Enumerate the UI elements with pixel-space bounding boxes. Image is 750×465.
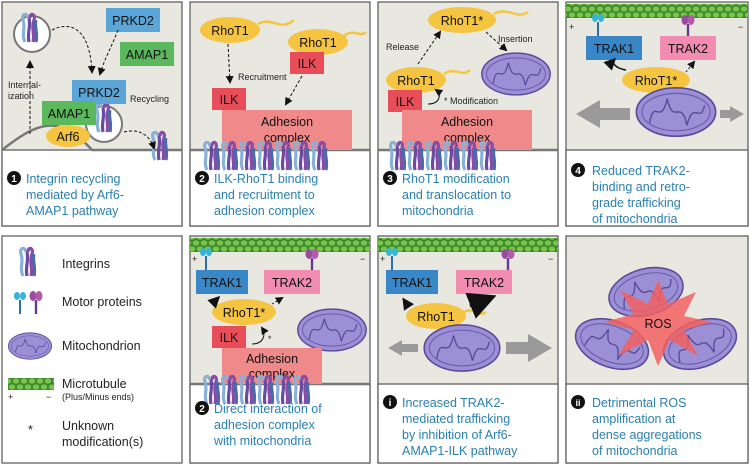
pi-trak1: TRAK1 <box>392 276 432 290</box>
pii-caption-3: dense aggregations <box>592 428 702 442</box>
pii-ros: ROS <box>644 317 671 331</box>
panel-2: RhoT1 RhoT1 ILK ILK Adhesion complex Rec… <box>189 1 371 227</box>
p1-prkd2-top: PRKD2 <box>112 14 154 28</box>
p4-caption-4: of mitochondria <box>592 212 678 226</box>
p4-caption-3: grade trafficking <box>592 196 681 210</box>
p2b-star: * <box>268 334 272 344</box>
pi-number: i <box>389 398 392 409</box>
p1-recycling: Recycling <box>130 94 169 104</box>
p2b-adhesion-1: Adhesion <box>246 352 298 366</box>
panel-i: + − TRAK1 TRAK2 RhoT1 i Increased TRAK2-… <box>377 235 559 464</box>
p3-star: * <box>444 96 448 106</box>
p4-rhot1-star: RhoT1* <box>635 74 678 88</box>
pii-number: ii <box>575 398 580 408</box>
p2-ilk-b: ILK <box>298 57 317 71</box>
p3-number: 3 <box>387 174 393 185</box>
p3-modification: Modification <box>450 96 498 106</box>
pi-plus: + <box>380 254 385 264</box>
legend-unknown-1: Unknown <box>62 419 114 433</box>
pii-caption-1: Detrimental ROS <box>592 396 686 410</box>
p2b-caption-2: adhesion complex <box>214 418 316 432</box>
p4-trak2: TRAK2 <box>668 42 708 56</box>
p2-rhot1-a: RhoT1 <box>211 24 249 38</box>
p4-caption-1: Reduced TRAK2- <box>592 164 690 178</box>
p3-ilk: ILK <box>396 95 415 109</box>
p1-amap1: AMAP1 <box>48 107 90 121</box>
p4-minus: − <box>738 22 743 32</box>
p1-caption-1: Integrin recycling <box>26 172 121 186</box>
p2b-number: 2 <box>199 404 205 415</box>
p1-internalization-1: Internal- <box>8 80 41 90</box>
p2b-caption-3: with mitochondria <box>213 434 311 448</box>
legend-motor: Motor proteins <box>62 295 142 309</box>
panel-ii: ROS ii Detrimental ROS amplification at … <box>565 235 749 464</box>
legend-micro: Microtubule <box>62 377 127 391</box>
p1-arf6: Arf6 <box>57 130 80 144</box>
p3-caption-3: mitochondria <box>402 204 474 218</box>
pi-trak2: TRAK2 <box>464 276 504 290</box>
p3-insertion: Insertion <box>498 34 533 44</box>
pi-caption-2: mediated trafficking <box>402 412 510 426</box>
p2-caption-2: and recruitment to <box>214 188 315 202</box>
p2b-rhot1-star: RhoT1* <box>223 306 266 320</box>
panel-2-prime: + − TRAK1 TRAK2 RhoT1* ILK Adhesion comp… <box>189 235 371 464</box>
legend-plus: + <box>8 392 13 402</box>
p2-adhesion-1: Adhesion <box>261 115 313 129</box>
legend-minus: − <box>46 392 51 402</box>
p3-rhot1-star: RhoT1* <box>441 14 484 28</box>
p2-caption-1: ILK-RhoT1 binding <box>214 172 318 186</box>
p1-caption-3: AMAP1 pathway <box>26 204 119 218</box>
p2b-trak2: TRAK2 <box>272 276 312 290</box>
p4-trak1: TRAK1 <box>594 42 634 56</box>
p2-ilk-a: ILK <box>220 93 239 107</box>
p1-prkd2: PRKD2 <box>78 86 120 100</box>
p2b-plus: + <box>192 254 197 264</box>
legend-integrins: Integrins <box>62 257 110 271</box>
panel-4: + − TRAK1 TRAK2 RhoT1* 4 Reduced TRAK2- … <box>565 1 749 227</box>
legend-micro-sub: (Plus/Minus ends) <box>62 392 134 402</box>
p1-number: 1 <box>11 174 17 185</box>
p1-amap1-top: AMAP1 <box>126 48 168 62</box>
legend-panel: Integrins Motor proteins Mitochondrion +… <box>1 235 183 464</box>
legend-unknown-2: modification(s) <box>62 435 143 449</box>
legend-mito: Mitochondrion <box>62 339 141 353</box>
p2b-ilk: ILK <box>220 331 239 345</box>
ros-burst <box>604 280 712 366</box>
pi-caption-3: by inhibition of Arf6- <box>402 428 512 442</box>
p3-caption-2: and translocation to <box>402 188 511 202</box>
p3-rhot1: RhoT1 <box>397 74 435 88</box>
pii-caption-2: amplification at <box>592 412 676 426</box>
pi-caption-1: Increased TRAK2- <box>402 396 505 410</box>
p2-rhot1-b: RhoT1 <box>299 36 337 50</box>
p3-release: Release <box>386 42 419 52</box>
pii-caption-4: of mitochondria <box>592 444 678 458</box>
p3-caption-1: RhoT1 modification <box>402 172 510 186</box>
pi-caption-4: AMAP1-ILK pathway <box>402 444 518 458</box>
pi-minus: − <box>548 254 553 264</box>
p4-caption-2: binding and retro- <box>592 180 690 194</box>
p1-internalization-2: ization <box>8 91 34 101</box>
p4-plus: + <box>569 22 574 32</box>
pi-rhot1: RhoT1 <box>417 310 455 324</box>
panel-3: RhoT1* RhoT1 ILK Adhesion complex Releas… <box>377 1 559 227</box>
legend-star: * <box>28 423 33 437</box>
p1-caption-2: mediated by Arf6- <box>26 188 124 202</box>
p2-caption-3: adhesion complex <box>214 204 316 218</box>
p3-adhesion-1: Adhesion <box>441 115 493 129</box>
p2-recruitment: Recruitment <box>238 72 287 82</box>
p2b-trak1: TRAK1 <box>202 276 242 290</box>
p2b-caption-1: Direct interaction of <box>214 402 322 416</box>
p4-number: 4 <box>575 166 581 177</box>
p2b-minus: − <box>360 254 365 264</box>
p2-number: 2 <box>199 174 205 185</box>
panel-1: PRKD2 AMAP1 PRKD2 AMAP1 Arf6 Internal- i… <box>1 1 183 227</box>
